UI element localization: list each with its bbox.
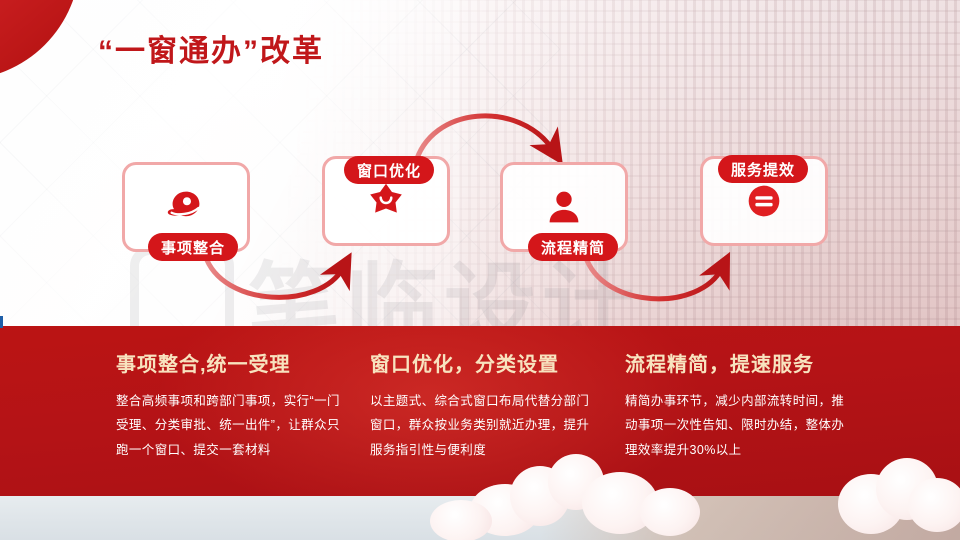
cloud-8 <box>908 478 960 532</box>
planet-icon <box>167 191 200 217</box>
text-columns: 事项整合,统一受理 整合高频事项和跨部门事项，实行“一门受理、分类审批、统一出件… <box>0 326 960 496</box>
column-1-heading: 事项整合,统一受理 <box>116 354 291 376</box>
card-3-badge[interactable]: 流程精简 <box>528 233 619 261</box>
column-3-heading: 流程精简，提速服务 <box>625 354 814 376</box>
panel-glow <box>120 326 740 496</box>
page-title: “一窗通办”改革 <box>98 35 324 68</box>
column-2-heading: 窗口优化，分类设置 <box>370 354 559 376</box>
column-1-body: 整合高频事项和跨部门事项，实行“一门受理、分类审批、统一出件”，让群众只跑一个窗… <box>116 394 340 457</box>
red-content-panel: 事项整合,统一受理 整合高频事项和跨部门事项，实行“一门受理、分类审批、统一出件… <box>0 326 960 496</box>
equals-circle-icon <box>748 185 780 217</box>
cloud-5 <box>640 488 700 536</box>
left-accent-line <box>0 316 3 328</box>
cloud-9 <box>430 500 492 540</box>
text-column-1: 事项整合,统一受理 整合高频事项和跨部门事项，实行“一门受理、分类审批、统一出件… <box>116 348 342 462</box>
card-1-badge[interactable]: 事项整合 <box>148 233 239 261</box>
cloud-layer <box>0 430 960 540</box>
star-smile-icon <box>370 183 402 213</box>
card-2-badge[interactable]: 窗口优化 <box>344 156 435 184</box>
column-2-body: 以主题式、综合式窗口布局代替分部门窗口，群众按业务类别就近办理，提升服务指引性与… <box>370 394 590 457</box>
text-column-3: 流程精简，提速服务 精简办事环节，减少内部流转时间，推动事项一次性告知、限时办结… <box>625 348 851 462</box>
text-column-2: 窗口优化，分类设置 以主题式、综合式窗口布局代替分部门窗口，群众按业务类别就近办… <box>370 348 596 462</box>
card-row: 事项整合 窗口优化 流程精简 服务提效 <box>122 155 828 261</box>
person-icon <box>549 191 579 223</box>
column-3-body: 精简办事环节，减少内部流转时间，推动事项一次性告知、限时办结，整体办理效率提升3… <box>625 394 845 457</box>
card-4-badge[interactable]: 服务提效 <box>718 155 809 183</box>
